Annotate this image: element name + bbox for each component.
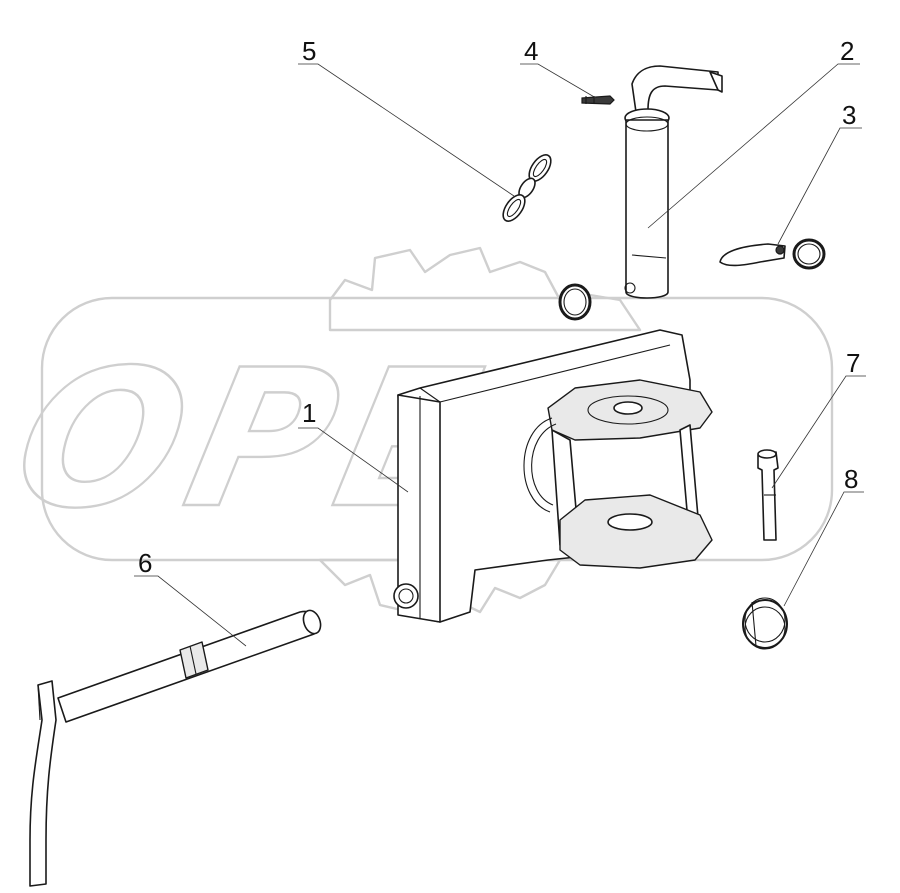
leader-1: [298, 427, 409, 493]
part-6-shaft-lever: [29, 609, 322, 887]
leader-6: [134, 575, 247, 647]
snap-ring: [558, 283, 592, 321]
part-4-cotter: [581, 95, 615, 105]
part-6-lever: [29, 680, 57, 887]
part-3-clip: [719, 243, 786, 267]
part-5-chain: [502, 154, 552, 222]
part-4-cotter-body: [581, 95, 615, 105]
leader-4: [520, 63, 597, 99]
leader-5: [298, 63, 515, 197]
leader-lines: [134, 63, 866, 647]
part-1-hitch-housing: [393, 329, 713, 623]
part-8-coil: [742, 599, 788, 649]
part-8-spring: [742, 597, 788, 650]
watermark-gear: [328, 246, 642, 332]
leader-8: [783, 491, 864, 607]
callout-1: 1: [302, 398, 316, 428]
part-3-clip-ring: [719, 238, 826, 270]
callout-5: 5: [302, 36, 316, 66]
part-6-sleeve: [179, 641, 209, 679]
callout-3: 3: [842, 100, 856, 130]
part-7-body: [757, 451, 779, 541]
callout-numbers: 1 2 3 4 5 6 7 8: [138, 36, 860, 578]
leader-7: [771, 375, 866, 489]
part-7-latch-pin: [757, 449, 779, 541]
part-1-lower-jaw: [559, 494, 713, 569]
callout-2: 2: [840, 36, 854, 66]
part-2-shaft: [625, 119, 669, 299]
leader-2: [647, 63, 860, 229]
callout-8: 8: [844, 464, 858, 494]
callout-4: 4: [524, 36, 538, 66]
callout-6: 6: [138, 548, 152, 578]
leader-3: [777, 127, 862, 245]
part-1-bolt-hole: [393, 583, 419, 609]
part-2-coupling-pin: [624, 65, 723, 299]
part-1-front-face: [397, 394, 441, 623]
part-2-handle-bar: [631, 65, 719, 113]
callout-7: 7: [846, 348, 860, 378]
